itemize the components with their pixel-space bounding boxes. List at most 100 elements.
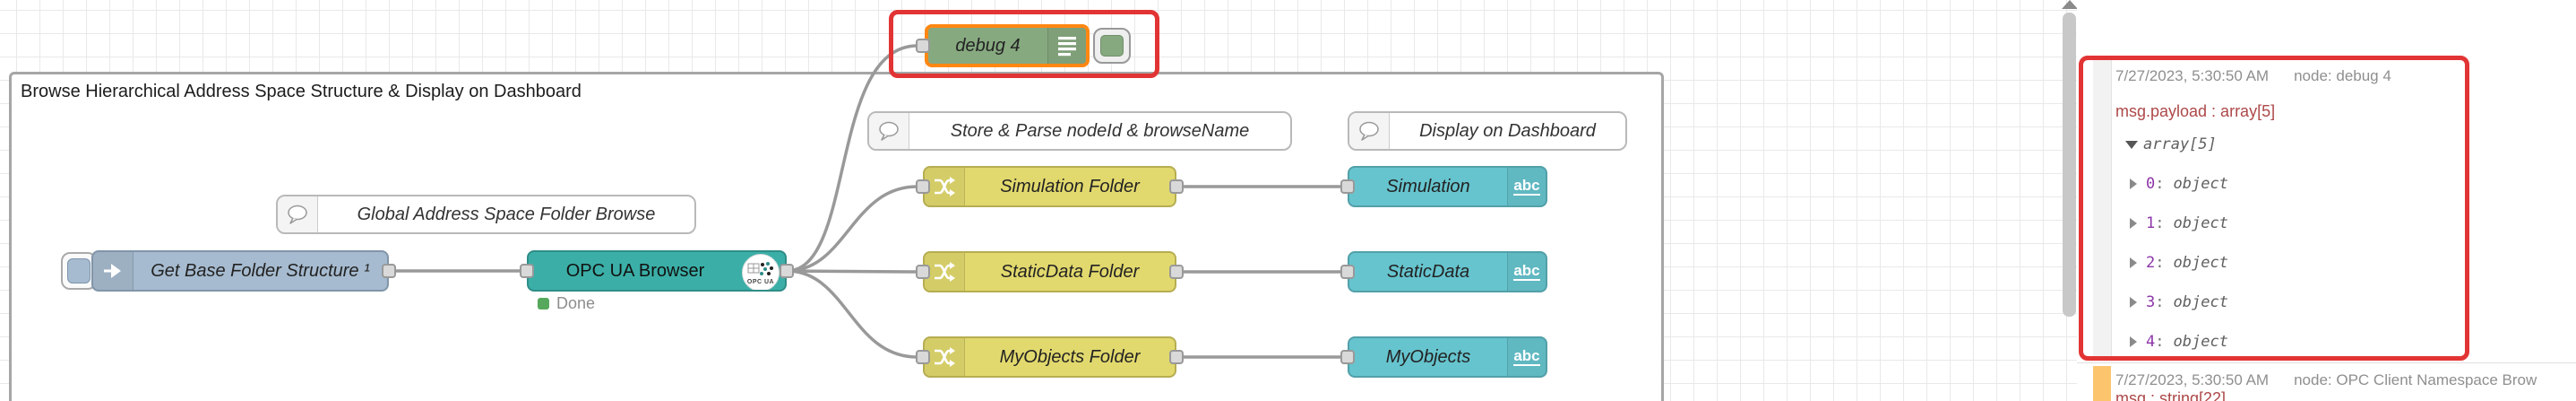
- tree-item-row[interactable]: 4: object: [2130, 333, 2228, 351]
- tree-root-row[interactable]: array[5]: [2125, 135, 2217, 153]
- comment-label: Store & Parse nodeId & browseName: [950, 120, 1250, 141]
- caret-down-icon[interactable]: [2125, 140, 2138, 149]
- inject-arrow-icon: [93, 252, 134, 290]
- input-port[interactable]: [916, 350, 930, 364]
- inject-node[interactable]: Get Base Folder Structure ¹: [91, 250, 389, 292]
- tree-item-key: 1: [2146, 214, 2156, 232]
- debug-label: debug 4: [955, 35, 1021, 56]
- switch-node-simulation[interactable]: Simulation Folder: [923, 166, 1176, 207]
- status-label: Done: [556, 294, 596, 312]
- debug-node[interactable]: debug 4: [925, 24, 1090, 67]
- comment-bubble-icon: [278, 196, 318, 232]
- tree-root-label: array[5]: [2143, 135, 2217, 153]
- msg-source-node: node: OPC Client Namespace Brow: [2294, 371, 2537, 388]
- tree-item-row[interactable]: 0: object: [2130, 175, 2228, 193]
- switch-node-staticdata[interactable]: StaticData Folder: [923, 251, 1176, 292]
- ui-text-label: MyObjects: [1385, 346, 1471, 367]
- group-label: Browse Hierarchical Address Space Struct…: [21, 82, 582, 101]
- ui-text-node-myobjects[interactable]: MyObjects abc: [1348, 336, 1547, 378]
- caret-right-icon[interactable]: [2130, 218, 2137, 229]
- opcua-browser-label: OPC UA Browser: [565, 260, 705, 281]
- caret-right-icon[interactable]: [2130, 179, 2137, 189]
- output-port[interactable]: [1169, 179, 1184, 194]
- tree-item-type: object: [2173, 214, 2228, 232]
- output-port[interactable]: [1169, 350, 1184, 364]
- inject-label: Get Base Folder Structure ¹: [151, 260, 370, 281]
- abc-text-icon: abc: [1507, 168, 1546, 205]
- node-status: Done: [538, 294, 595, 313]
- comment-label: Global Address Space Folder Browse: [357, 204, 656, 224]
- switch-label: StaticData Folder: [1000, 261, 1140, 282]
- debug-node-highlight-box: [889, 10, 1159, 78]
- msg-meta: msg.payload : array[5]: [2115, 102, 2276, 120]
- comment-node-store-parse[interactable]: Store & Parse nodeId & browseName: [867, 111, 1292, 151]
- tree-item-separator: :: [2155, 214, 2165, 232]
- input-port[interactable]: [916, 265, 930, 279]
- ui-text-node-staticdata[interactable]: StaticData abc: [1348, 251, 1547, 292]
- tree-item-separator: :: [2155, 333, 2165, 351]
- tree-item-row[interactable]: 2:object: [2130, 254, 2228, 272]
- output-port[interactable]: [382, 264, 396, 278]
- tree-item-type: object: [2173, 333, 2228, 351]
- inject-trigger-button[interactable]: [61, 252, 97, 290]
- comment-bubble-icon: [1349, 113, 1390, 149]
- scroll-up-arrow-icon[interactable]: [2062, 0, 2078, 9]
- input-port[interactable]: [916, 179, 930, 194]
- caret-right-icon[interactable]: [2130, 297, 2137, 308]
- tree-item-type: object: [2173, 175, 2228, 193]
- debug-list-icon: [1047, 28, 1086, 64]
- input-port[interactable]: [520, 264, 534, 278]
- msg-timestamp: 7/27/2023, 5:30:50 AM: [2115, 371, 2270, 388]
- opcua-caption: OPC UA: [746, 278, 775, 285]
- vertical-scrollbar[interactable]: [2063, 13, 2076, 317]
- abc-badge: abc: [1513, 262, 1540, 281]
- ui-text-node-simulation[interactable]: Simulation abc: [1348, 166, 1547, 207]
- abc-text-icon: abc: [1507, 338, 1546, 376]
- status-dot-icon: [538, 298, 549, 309]
- tree-item-type: object: [2173, 254, 2228, 272]
- abc-badge: abc: [1513, 347, 1540, 366]
- tree-item-key: 3: [2146, 293, 2156, 311]
- workspace-canvas[interactable]: Browse Hierarchical Address Space Struct…: [0, 0, 2077, 401]
- tree-item-type: object: [2173, 293, 2228, 311]
- tree-item-row[interactable]: 1: object: [2130, 214, 2228, 232]
- switch-label: Simulation Folder: [1000, 176, 1140, 196]
- output-port[interactable]: [780, 264, 794, 278]
- shuffle-icon: [925, 168, 965, 205]
- msg-accent-bar: [2093, 366, 2111, 401]
- caret-right-icon[interactable]: [2130, 336, 2137, 347]
- opcua-logo-icon: OPC UA: [742, 254, 780, 290]
- input-port[interactable]: [1340, 350, 1355, 364]
- input-port[interactable]: [1340, 265, 1355, 279]
- switch-node-myobjects[interactable]: MyObjects Folder: [923, 336, 1176, 378]
- abc-text-icon: abc: [1507, 253, 1546, 291]
- msg-header: 7/27/2023, 5:30:50 AM node: OPC Client Na…: [2115, 371, 2537, 389]
- input-port[interactable]: [916, 39, 930, 53]
- ui-text-label: StaticData: [1386, 261, 1470, 282]
- ui-text-label: Simulation: [1386, 176, 1470, 196]
- comment-node-display-dashboard[interactable]: Display on Dashboard: [1348, 111, 1627, 151]
- input-port[interactable]: [1340, 179, 1355, 194]
- output-port[interactable]: [1169, 265, 1184, 279]
- msg-timestamp: 7/27/2023, 5:30:50 AM: [2115, 67, 2270, 84]
- tree-item-separator: :: [2155, 254, 2165, 272]
- msg-accent-bar: [2093, 57, 2112, 359]
- shuffle-icon: [925, 338, 965, 376]
- tree-item-separator: :: [2155, 175, 2165, 193]
- comment-node-global-browse[interactable]: Global Address Space Folder Browse: [276, 195, 696, 234]
- msg-meta: msg : string[22]: [2115, 389, 2227, 401]
- comment-label: Display on Dashboard: [1419, 120, 1596, 141]
- tree-item-key: 0: [2146, 175, 2156, 193]
- tree-item-row[interactable]: 3:object: [2130, 293, 2228, 311]
- caret-right-icon[interactable]: [2130, 257, 2137, 268]
- shuffle-icon: [925, 253, 965, 291]
- tree-item-key: 4: [2146, 333, 2156, 351]
- abc-badge: abc: [1513, 177, 1540, 196]
- debug-toggle-button[interactable]: [1093, 28, 1131, 64]
- opcua-browser-node[interactable]: OPC UA Browser OPC UA: [527, 250, 787, 292]
- switch-label: MyObjects Folder: [999, 346, 1141, 367]
- message-separator: [2077, 362, 2576, 363]
- comment-bubble-icon: [869, 113, 909, 149]
